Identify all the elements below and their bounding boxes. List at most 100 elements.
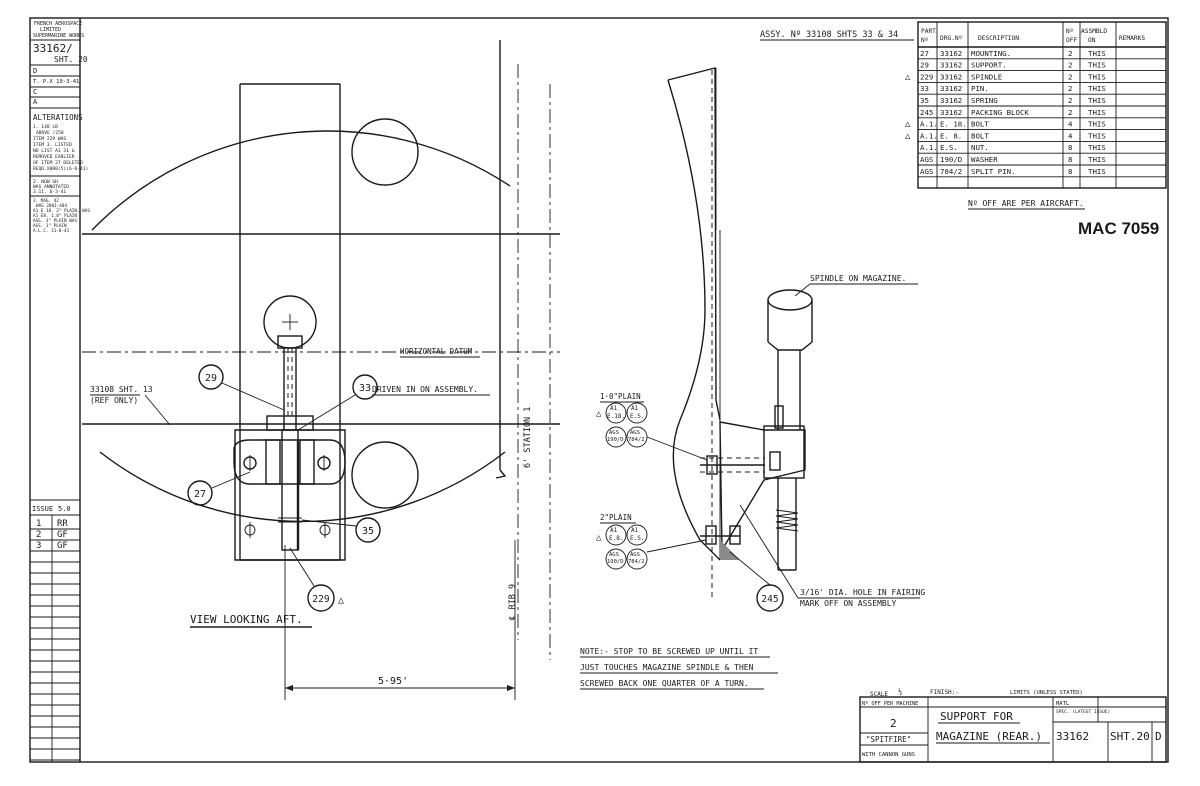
issue-label: ISSUE (32, 505, 53, 513)
parts-cell-on: THIS (1088, 120, 1106, 129)
alteration3-line: A.L.C. 31-8-41 (33, 228, 70, 234)
callout-ags: AGS (609, 552, 619, 558)
parts-cell-off: 2 (1068, 61, 1072, 70)
parts-cell-part: 33 (920, 84, 929, 93)
dimension-width: 5·95' (378, 676, 408, 687)
parts-cell-drg: E. 8. (940, 131, 962, 140)
parts-cell-part: A.1. (920, 131, 938, 140)
parts-cell-drg: 33162 (940, 49, 962, 58)
scale-value: ½ (898, 688, 902, 696)
parts-cell-on: THIS (1088, 96, 1106, 105)
parts-cell-on: THIS (1088, 72, 1106, 81)
issue-row-initials: RR (57, 519, 68, 529)
sheet-border (29, 17, 1169, 763)
alteration-line: 1. 140 LB (33, 124, 58, 130)
strip-sheet-no: SHT. 20 (54, 55, 88, 64)
alteration3-line: A1 E8. 1.0" PLAIN (33, 213, 77, 219)
alteration-line: NO LIST A1 31 & (33, 148, 75, 154)
parts-cell-drg: 190/D (940, 155, 962, 164)
callout-a1: A1 (610, 527, 618, 534)
parts-cell-on: THIS (1088, 155, 1106, 164)
issue-row-number: 3 (36, 541, 41, 551)
warning-triangle-icon: △ (905, 131, 911, 141)
material-label: MATL (1056, 701, 1070, 707)
company-line-2: LIMITED (40, 27, 61, 33)
parts-cell-off: 2 (1068, 108, 1072, 117)
balloon-229 (307, 584, 335, 612)
col-header-part-no: Nº (921, 37, 928, 44)
parts-cell-on: THIS (1088, 84, 1106, 93)
parts-cell-off: 8 (1068, 167, 1072, 176)
parts-cell-part: 35 (920, 96, 929, 105)
alteration3-line: 3. MAG. 42 (33, 198, 59, 204)
off-per-machine-label: Nº OFF PER MACHINE (862, 701, 918, 707)
alteration2-line: 2. NOW GH (33, 179, 58, 185)
horizontal-datum-label: HORIZONTAL DATUM (400, 347, 473, 356)
parts-cell-off: 4 (1068, 131, 1073, 140)
company-line-3: SUPERMARINE WORKS (33, 33, 84, 39)
col-header-remarks: REMARKS (1119, 35, 1145, 42)
parts-cell-part: 27 (920, 49, 929, 58)
issue-row-number: 1 (36, 519, 41, 529)
parts-cell-part: A.1. (920, 120, 938, 129)
alteration-line: OF ITEM 27 DELETED (33, 160, 83, 166)
callout-a1: A1 (631, 527, 639, 534)
col-header-off-2: OFF (1066, 37, 1077, 44)
parts-cell-part: A.1. (920, 143, 938, 152)
alteration3-line: AGS. 3" PLAIN WAS (33, 218, 77, 224)
warning-triangle-icon: △ (596, 409, 602, 419)
left-info-strip: FRENCH AEROSPACE LIMITED SUPERMARINE WOR… (30, 18, 90, 762)
callout-e18: E.18. (607, 413, 625, 420)
parts-cell-desc: NUT. (971, 143, 989, 152)
revision-letter: D (1155, 730, 1162, 743)
alteration3-line: A1 E 18. 2" PLAIN. WAS (33, 208, 90, 214)
alteration-line: ABOVE /250 (36, 130, 64, 136)
mac-code: MAC 7059 (1078, 219, 1159, 238)
balloon-35-label: 35 (362, 526, 374, 537)
callout-ags: AGS (609, 430, 619, 436)
callout-es: E.S. (630, 535, 644, 542)
balloon-29-label: 29 (205, 373, 217, 384)
side-view: SPINDLE ON MAGAZINE. 3/16' DIA. HOLE IN … (667, 67, 925, 612)
callout-a1: A1 (631, 405, 639, 412)
warning-triangle-icon: △ (905, 120, 911, 130)
hole-note-line-1: 3/16' DIA. HOLE IN FAIRING (800, 588, 925, 597)
callout-washer: 190/D (607, 437, 624, 443)
parts-cell-desc: PIN. (971, 84, 989, 93)
view-looking-aft: 5·95' 6' STATION 1 ℄ RIB 9 HORIZONTAL DA… (82, 40, 560, 700)
drawing-number: 33162 (1056, 730, 1089, 743)
parts-cell-desc: SPLIT PIN. (971, 167, 1016, 176)
col-header-on: ON (1088, 37, 1096, 44)
note-line-2: JUST TOUCHES MAGAZINE SPINDLE & THEN (580, 663, 754, 672)
note-line-3: SCREWED BACK ONE QUARTER OF A TURN. (580, 679, 749, 688)
callout-ags: AGS (630, 552, 640, 558)
station-label: 6' STATION 1 (523, 407, 533, 468)
balloon-229-label: 229 (312, 594, 329, 605)
parts-cell-drg: 784/2 (940, 167, 962, 176)
ref-sheet-line-2: (REF ONLY) (90, 396, 138, 405)
issue-row-initials: GF (57, 541, 68, 551)
parts-cell-off: 2 (1068, 49, 1072, 58)
alteration2-line: 3.11. 6-3-41 (33, 189, 66, 195)
parts-cell-desc: SPINDLE (971, 72, 1002, 81)
parts-cell-part: 229 (920, 72, 933, 81)
parts-cell-off: 4 (1068, 120, 1073, 129)
parts-cell-on: THIS (1088, 143, 1106, 152)
drawing-title-line-2: MAGAZINE (REAR.) (936, 730, 1042, 743)
parts-cell-drg: E.S. (940, 143, 958, 152)
parts-cell-drg: 33162 (940, 96, 962, 105)
spindle-end (767, 289, 813, 311)
driven-in-note: DRIVEN IN ON ASSEMBLY. (372, 385, 478, 394)
alteration3-line: WAS 2001-404 (36, 203, 67, 209)
parts-cell-drg: 33162 (940, 72, 962, 81)
parts-cell-desc: SUPPORT. (971, 61, 1007, 70)
issue-row-initials: GF (57, 530, 68, 540)
lightening-hole-upper (351, 118, 419, 186)
spindle-on-magazine-label: SPINDLE ON MAGAZINE. (810, 274, 906, 283)
parts-cell-part: AGS (920, 155, 933, 164)
plain-2-label: 2"PLAIN (600, 513, 632, 522)
plain-1-label: 1·0"PLAIN (600, 392, 641, 401)
strip-drawing-no: 33162/ (33, 42, 73, 55)
parts-cell-desc: BOLT (971, 131, 989, 140)
parts-cell-desc: PACKING BLOCK (971, 108, 1029, 117)
